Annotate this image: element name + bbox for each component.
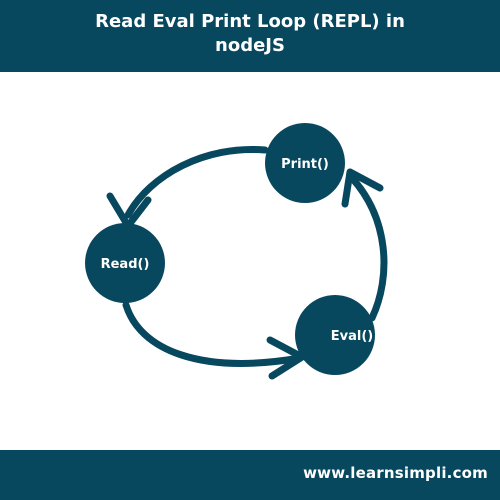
node-eval: Eval()	[295, 295, 375, 375]
title-line-2: nodeJS	[215, 35, 285, 56]
node-print-label: Print()	[281, 157, 329, 172]
title-line-1: Read Eval Print Loop (REPL) in	[95, 11, 405, 32]
node-read: Read()	[85, 223, 165, 303]
node-print: Print()	[265, 123, 345, 203]
arc-read-to-eval	[122, 301, 304, 367]
arc-print-to-read	[124, 145, 269, 219]
node-read-label: Read()	[101, 257, 150, 272]
arc-eval-to-print	[348, 174, 388, 322]
page-title: Read Eval Print Loop (REPL) in nodeJS	[0, 0, 500, 72]
footer-bar: www.learnsimpli.com	[0, 450, 500, 500]
node-eval-label: Eval()	[331, 329, 373, 344]
footer-url: www.learnsimpli.com	[303, 464, 488, 482]
arrow-head-eval-to-print	[341, 168, 384, 208]
